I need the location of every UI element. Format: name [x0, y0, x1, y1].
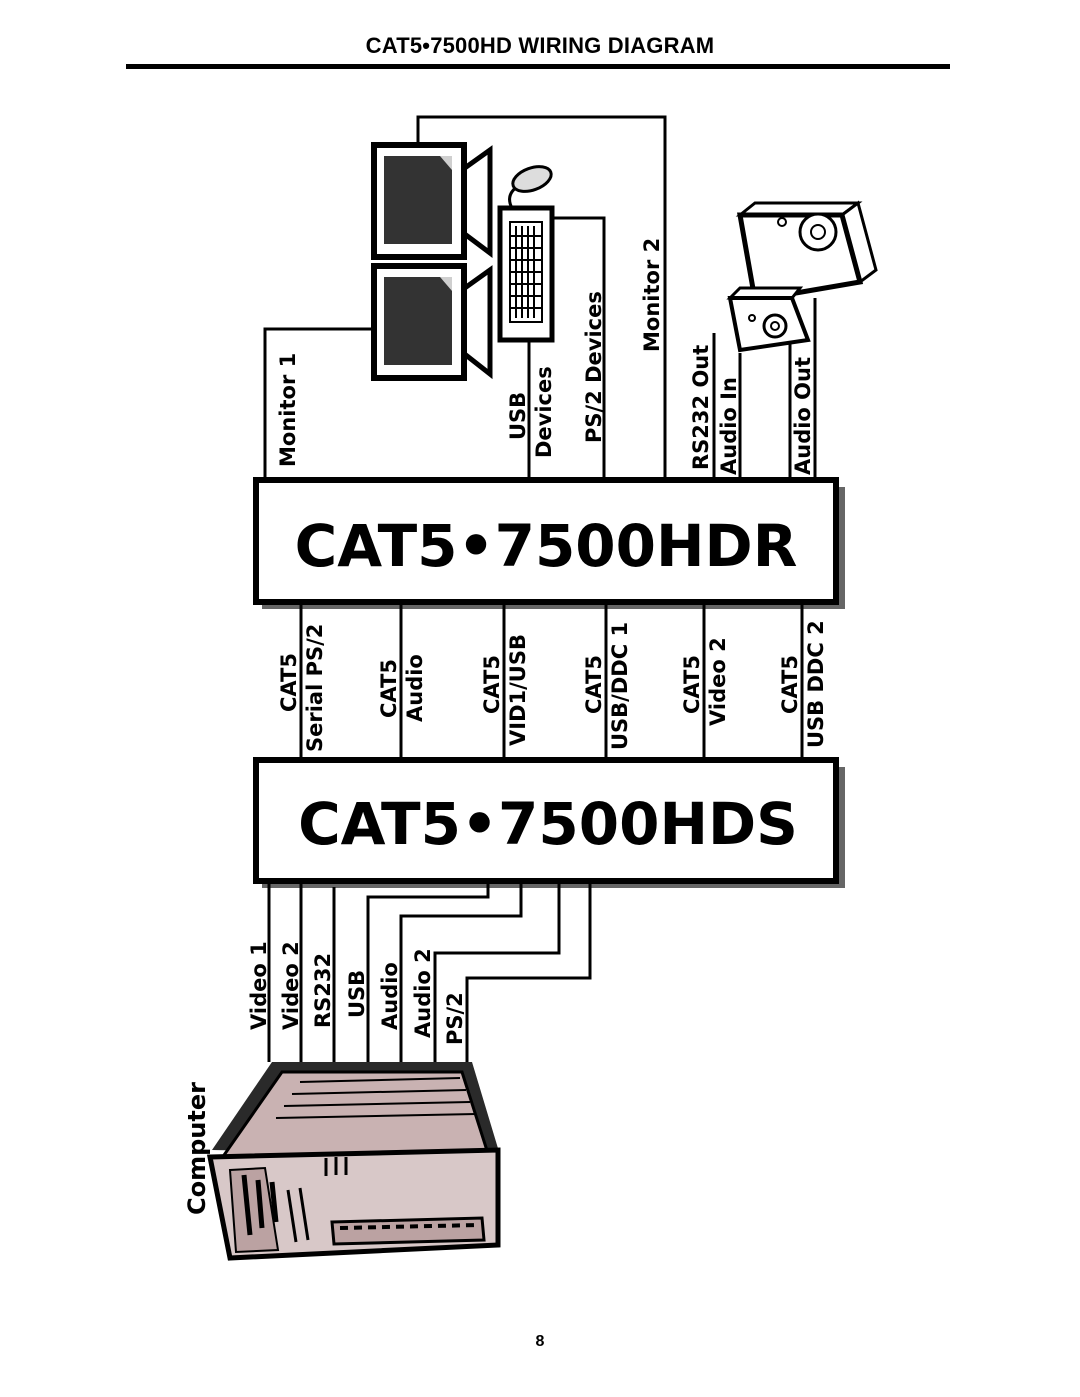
speaker-small-icon: [726, 286, 811, 353]
page-number: 8: [535, 1333, 545, 1350]
computer-label: Computer: [183, 1082, 211, 1215]
label-devices: Devices: [532, 366, 556, 458]
label-ps2: PS/2: [443, 992, 467, 1045]
sender-label: CAT5•7500HDS: [298, 790, 798, 858]
audio-wire-bottom: [399, 883, 523, 1062]
link1-bottom-label: Serial PS/2: [303, 624, 327, 752]
monitor1-wire: [263, 327, 375, 480]
ps2-wire-bottom: [465, 883, 592, 1062]
link5-top-label: CAT5: [680, 655, 704, 714]
mouse-icon: [508, 165, 553, 209]
label-video2: Video 2: [279, 941, 303, 1030]
monitor-bottom-icon: [371, 263, 493, 381]
receiver-label: CAT5•7500HDR: [295, 512, 798, 580]
computer-icon: [206, 1062, 501, 1261]
link2-bottom-label: Audio: [403, 654, 427, 722]
computer-wires: [267, 881, 592, 1062]
link4-bottom-label: USB/DDC 1: [608, 622, 632, 750]
label-monitor2: Monitor 2: [640, 238, 664, 352]
label-audio: Audio: [378, 962, 402, 1030]
link5-bottom-label: Video 2: [706, 637, 730, 726]
speaker-large-icon: [735, 200, 878, 303]
page-title: CAT5•7500HD WIRING DIAGRAM: [365, 33, 715, 58]
receiver-box: CAT5•7500HDR: [253, 477, 845, 609]
link6-top-label: CAT5: [778, 655, 802, 714]
label-audio-out: Audio Out: [791, 357, 815, 475]
label-audio-in: Audio In: [717, 377, 741, 475]
receiver-port-labels: Monitor 1 USB Devices PS/2 Devices Monit…: [276, 238, 815, 475]
ps2-wire: [552, 216, 606, 480]
audio2-wire-bottom: [433, 883, 561, 1062]
label-usb-bottom: USB: [345, 970, 369, 1018]
label-ps2-devices: PS/2 Devices: [582, 291, 606, 443]
monitor-top-icon: [371, 142, 493, 260]
link2-top-label: CAT5: [377, 659, 401, 718]
label-audio2: Audio 2: [411, 948, 435, 1038]
label-monitor1: Monitor 1: [276, 353, 300, 467]
link-cables: CAT5 Serial PS/2 CAT5 Audio CAT5 VID1/US…: [277, 602, 828, 760]
link1-top-label: CAT5: [277, 653, 301, 712]
label-usb: USB: [506, 392, 530, 440]
title-rule: [126, 64, 950, 69]
computer-port-labels: Video 1 Video 2 RS232 USB Audio Audio 2 …: [247, 941, 467, 1045]
usb-wire-bottom: [366, 883, 490, 1062]
link3-bottom-label: VID1/USB: [506, 634, 530, 746]
monitor2-wire: [416, 115, 667, 480]
label-rs232: RS232: [311, 953, 335, 1028]
link6-bottom-label: USB DDC 2: [804, 620, 828, 748]
link3-top-label: CAT5: [480, 655, 504, 714]
label-video1: Video 1: [247, 941, 271, 1030]
keyboard-icon: [497, 205, 555, 343]
link4-top-label: CAT5: [582, 655, 606, 714]
label-rs232-out: RS232 Out: [689, 345, 713, 470]
sender-box: CAT5•7500HDS: [253, 757, 845, 888]
